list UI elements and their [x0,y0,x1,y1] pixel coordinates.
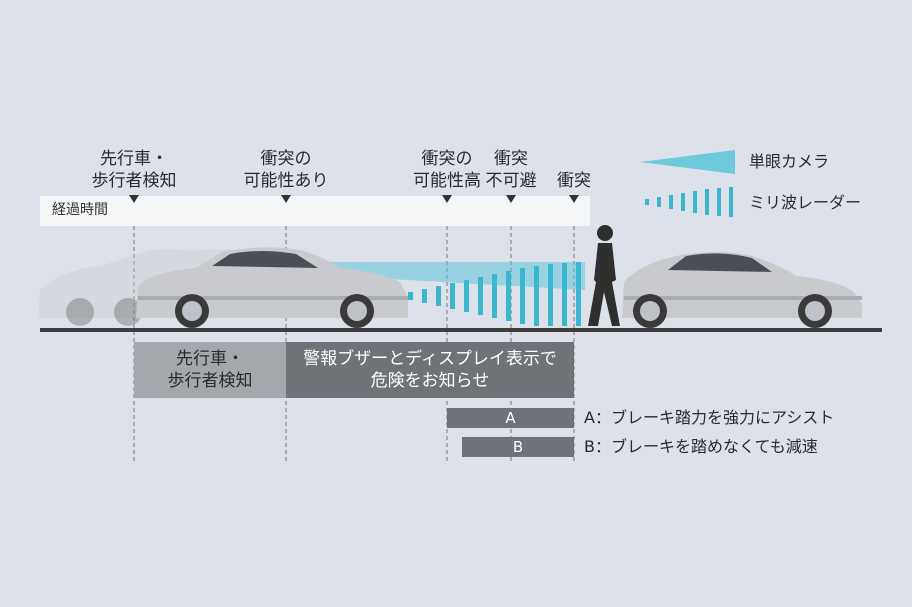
phase-detect: 先行車・ 歩行者検知 [134,342,286,398]
event-label-unavoidable: 衝突 不可避 [485,149,537,191]
event-label-high: 衝突の 可能性高 [413,149,481,191]
ego-car [136,247,408,328]
auto-brake-bar-b: B [462,437,574,457]
time-guides [133,205,575,462]
brake-note-a: A：ブレーキ踏力を強力にアシスト [584,408,835,427]
event-label-possible: 衝突の 可能性あり [243,149,329,191]
event-label-collision: 衝突 [557,171,591,191]
radar-beam [408,262,581,326]
legend-radar-icon [645,187,733,217]
brake-assist-bar-a: A [447,408,574,428]
timeline-label: 経過時間 [52,202,108,218]
timeline-bar [40,196,590,226]
legend-camera-icon [640,150,735,174]
legend-camera-label: 単眼カメラ [749,152,830,171]
road [40,328,882,332]
camera-beam [300,262,585,290]
brake-note-b: B：ブレーキを踏めなくても減速 [584,437,818,456]
event-label-detect: 先行車・ 歩行者検知 [91,149,177,191]
pedestrian [588,225,620,326]
legend-radar-label: ミリ波レーダー [749,193,862,212]
phase-warning: 警報ブザーとディスプレイ表示で 危険をお知らせ [286,342,574,398]
leading-car [622,252,862,328]
